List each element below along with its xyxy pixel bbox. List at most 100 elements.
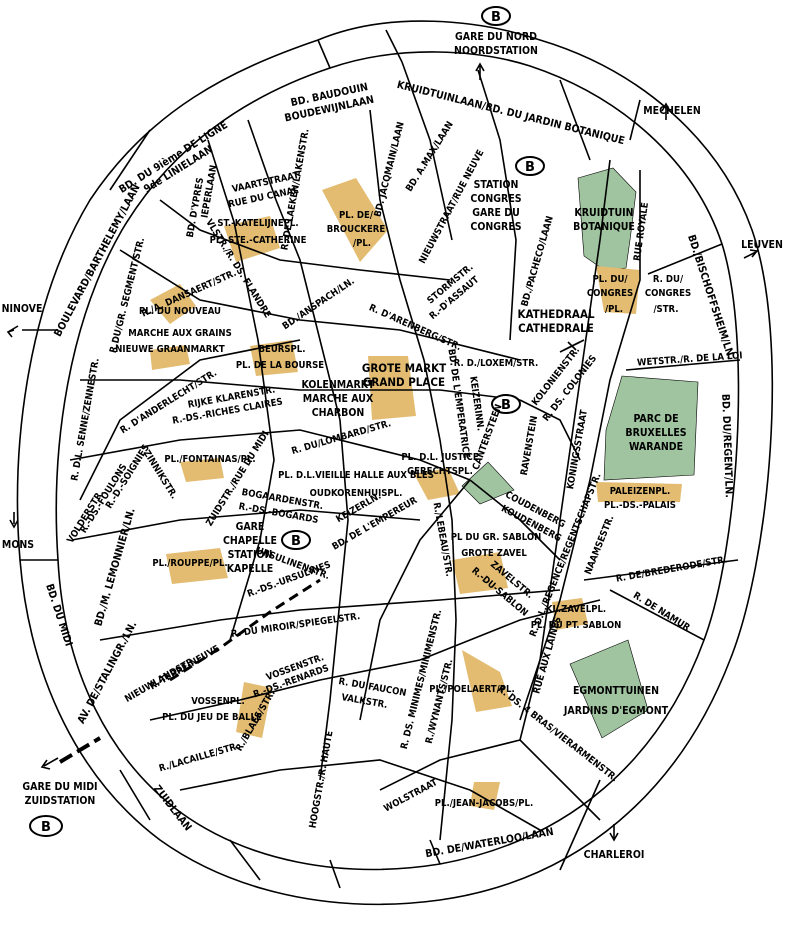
svg-text:B: B bbox=[525, 160, 535, 175]
label-loxem: R. D./LOXEM/STR. bbox=[454, 358, 539, 369]
label-station-congres: CONGRES bbox=[470, 193, 521, 205]
cathedral-cross-icon bbox=[559, 339, 585, 353]
label-wolstraat: WOLSTRAAT bbox=[382, 777, 439, 815]
label-bd-du-midi: BD. DU MIDI bbox=[43, 582, 74, 648]
label-loi: WETSTR./R. DE LA LOI bbox=[637, 350, 743, 368]
label-stalingrad: AV. DE/STALINGR./LN. bbox=[75, 619, 139, 725]
park-egmont[interactable] bbox=[569, 639, 649, 739]
metro-icon-congres[interactable]: B bbox=[515, 156, 545, 176]
label-justice: PL. D.L. JUSTICE bbox=[401, 452, 478, 463]
label-gr-sablon: PL DU GR. SABLON bbox=[451, 532, 542, 543]
square-nouveau[interactable] bbox=[150, 345, 190, 370]
label-catherine: PL.-STE.-CATHERINE bbox=[210, 235, 307, 246]
label-ravenstein: RAVENSTEIN bbox=[519, 415, 540, 476]
label-nouveau-b: MARCHE AUX GRAINS bbox=[128, 328, 231, 339]
square-dansaert[interactable] bbox=[150, 284, 196, 324]
label-mechelen: MECHELEN bbox=[643, 105, 701, 117]
label-waterloo: BD. DE/WATERLOO/LAAN bbox=[424, 826, 554, 860]
label-pl-bourse: PL. DE LA BOURSE bbox=[236, 360, 324, 371]
square-rouppe[interactable] bbox=[166, 548, 228, 584]
label-senne: R. D.L. SENNE/ZENNESTR. bbox=[69, 357, 101, 481]
label-warande: WARANDE bbox=[629, 441, 683, 453]
square-sablon[interactable] bbox=[452, 552, 508, 594]
metro-icons: B B B B B bbox=[29, 6, 545, 837]
label-gerechtspl: GERECHTSPL. bbox=[407, 466, 473, 477]
label-kruidtuin: KRUIDTUIN bbox=[574, 207, 633, 219]
svg-text:B: B bbox=[41, 820, 51, 835]
square-grote-markt[interactable] bbox=[368, 356, 416, 420]
label-bruxelles: BRUXELLES bbox=[625, 427, 686, 439]
label-klzavelpl: KL.ZAVELPL. bbox=[546, 604, 606, 615]
label-grote-markt: GROTE MARKT bbox=[362, 361, 446, 375]
label-regent: BD. DU/REGENT/LN. bbox=[719, 394, 735, 498]
label-grote-zavel: GROTE ZAVEL bbox=[461, 548, 527, 559]
label-naamse: NAAMSESTR. bbox=[583, 514, 617, 576]
label-paleizenpl: PALEIZENPL. bbox=[610, 486, 671, 497]
label-station: STATION bbox=[474, 179, 519, 191]
label-vossenpl: VOSSENPL. bbox=[191, 696, 245, 707]
label-leuven: LEUVEN bbox=[741, 239, 783, 251]
park-cantersteen[interactable] bbox=[461, 461, 515, 505]
label-barthelemy: BOULEVARD/BARTHELEMY/LAAN bbox=[52, 182, 143, 338]
label-lacaille: R./LACAILLE/STR. bbox=[158, 741, 241, 774]
label-jeu-de-balle: PL. DU JEU DE BALLE bbox=[162, 712, 262, 723]
label-lombard: R. DU/LOMBARD/STR. bbox=[290, 418, 392, 457]
label-miroir: R. DU MIROIR/SPIEGELSTR. bbox=[230, 611, 360, 640]
squares bbox=[150, 178, 682, 810]
label-congres-r-b: CONGRES bbox=[645, 288, 691, 299]
label-charleroi: CHARLEROI bbox=[584, 849, 645, 861]
label-zuidstation: ZUIDSTATION bbox=[25, 795, 96, 807]
label-brouckere-c: /PL. bbox=[353, 238, 371, 249]
metro-icon-midi[interactable]: B bbox=[29, 815, 63, 837]
label-pt-sablon: PL. DU PT. SABLON bbox=[531, 620, 622, 631]
landmark-labels: STATION CONGRES GARE DU CONGRES KRUIDTUI… bbox=[223, 179, 687, 717]
label-kolenmarkt: KOLENMARKT bbox=[301, 379, 375, 391]
label-hoogstr: HOOGSTR./R. HAUTE bbox=[308, 730, 336, 829]
svg-text:B: B bbox=[501, 398, 511, 413]
square-brouckere[interactable] bbox=[322, 178, 388, 262]
parks bbox=[461, 167, 699, 739]
square-fontainas[interactable] bbox=[180, 458, 224, 482]
label-katelijne: ST.-KATELIJNEPL. bbox=[217, 218, 298, 229]
label-namur: R. DE NAMUR bbox=[631, 590, 692, 634]
metro-icon-north[interactable]: B bbox=[481, 6, 511, 26]
label-noordstation: NOORDSTATION bbox=[454, 45, 538, 57]
label-gare-du: GARE DU bbox=[472, 207, 520, 219]
label-congres-c: /PL. bbox=[605, 304, 623, 315]
label-parc-de: PARC DE bbox=[633, 413, 678, 425]
park-kruidtuin[interactable] bbox=[577, 167, 637, 271]
label-brouckere-a: PL. DE/ bbox=[339, 210, 374, 221]
label-kapelle: KAPELLE bbox=[227, 563, 274, 575]
label-botanique: BOTANIQUE bbox=[573, 221, 635, 233]
label-terre-neuve: R.-TERRE-NEUVE bbox=[148, 643, 222, 692]
label-mons: MONS bbox=[2, 539, 34, 551]
label-nouveau-a: PL. DU NOUVEAU bbox=[139, 306, 221, 317]
label-anspach: BD./ANSPACH/LN. bbox=[281, 276, 357, 332]
svg-text:B: B bbox=[291, 534, 301, 549]
label-koningsstraat: KONINGSSTRAAT bbox=[565, 409, 590, 490]
square-poelaert[interactable] bbox=[462, 650, 512, 712]
square-paleizen[interactable] bbox=[596, 482, 682, 502]
label-congres-a: PL. DU/ bbox=[592, 274, 628, 285]
label-jean-jacobs: PL./JEAN-JACOBS/PL. bbox=[435, 798, 533, 809]
square-vossenpl[interactable] bbox=[236, 682, 272, 738]
square-catherine[interactable] bbox=[224, 216, 280, 262]
label-chapelle: CHAPELLE bbox=[223, 535, 277, 547]
label-congres-r-a: R. DU/ bbox=[653, 274, 684, 285]
road-network bbox=[16, 20, 774, 906]
label-max: BD. A.MAX/LAAN bbox=[404, 120, 456, 194]
label-congres-r-c: /STR. bbox=[653, 304, 678, 315]
label-gare-congres: CONGRES bbox=[470, 221, 521, 233]
label-brouckere-b: BROUCKERE bbox=[327, 224, 386, 235]
square-congres[interactable] bbox=[596, 266, 640, 314]
park-warande[interactable] bbox=[603, 375, 699, 481]
label-fontainas: PL./FONTAINAS/PL. bbox=[164, 454, 255, 465]
label-pacheco: BD./PACHECO/LAAN bbox=[519, 215, 555, 308]
label-poelaert: PL./POELAERT/PL. bbox=[429, 684, 514, 695]
label-rouppe: PL./ROUPPE/PL. bbox=[152, 558, 227, 569]
label-jardins-egmont: JARDINS D'EGMONT bbox=[563, 705, 669, 717]
metro-icon-cathedral[interactable]: B bbox=[491, 394, 521, 414]
metro-icon-chapelle[interactable]: B bbox=[281, 530, 311, 550]
